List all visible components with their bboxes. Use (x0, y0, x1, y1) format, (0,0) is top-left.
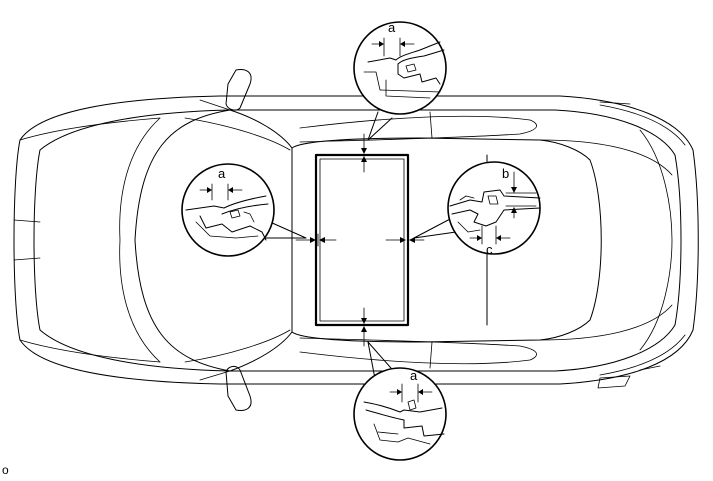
clearance-arrows (295, 133, 425, 347)
callout-right-label-c: c (486, 242, 493, 257)
callout-right-label-b: b (502, 166, 509, 181)
callout-left-label: a (218, 166, 226, 181)
callout-leaders (265, 111, 457, 385)
corner-mark: o (2, 463, 9, 477)
callout-top-label: a (388, 20, 396, 35)
callout-bottom-label: a (410, 368, 418, 383)
car-body-outline (13, 69, 699, 411)
callout-right: b c (447, 161, 541, 257)
callout-left: a (181, 163, 275, 257)
callout-bottom: a (353, 367, 447, 461)
callout-top: a (353, 20, 447, 115)
